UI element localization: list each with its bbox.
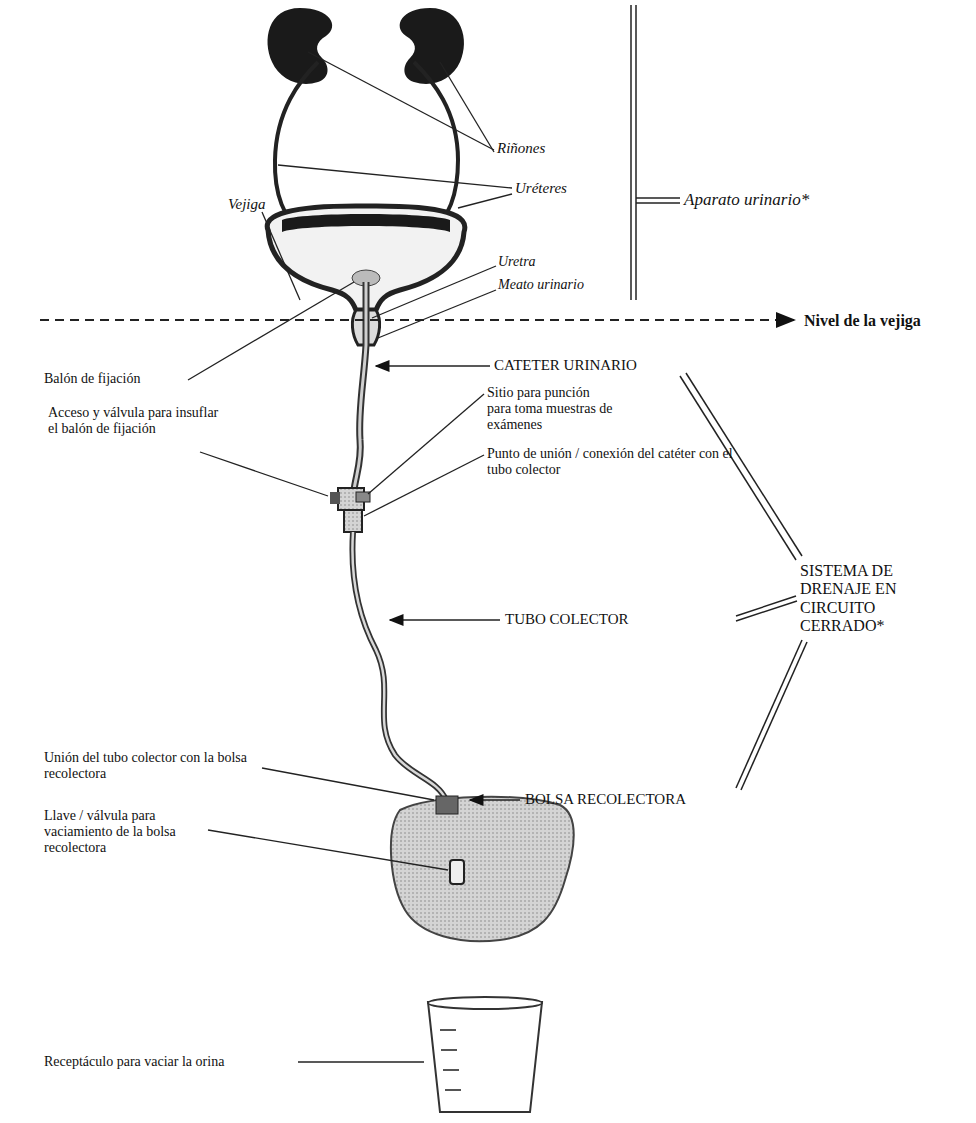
bracket [631, 5, 680, 300]
part-label: Llave / válvula para vaciamiento de la b… [44, 808, 209, 856]
drain-valve [450, 860, 464, 884]
ureter [275, 62, 318, 228]
part-label: Punto de unión / conexión del catéter co… [487, 446, 737, 478]
part-label: Nivel de la vejiga [804, 312, 921, 330]
part-label: Uréteres [515, 180, 567, 197]
kidney [268, 8, 333, 84]
part-label: Meato urinario [498, 277, 584, 293]
part-label: BOLSA RECOLECTORA [525, 791, 686, 808]
urinary-catheter [354, 282, 366, 490]
part-label: Receptáculo para vaciar la orina [44, 1054, 224, 1070]
tube-junction [344, 510, 362, 532]
urinary-catheter [354, 282, 366, 490]
balloon-valve [330, 492, 340, 504]
bag-inlet [436, 796, 458, 814]
collection-bag [391, 797, 574, 941]
part-label: Vejiga [228, 196, 266, 213]
measure-marks [440, 1030, 461, 1090]
part-label: Aparato urinario* [684, 190, 809, 210]
leader-line [188, 52, 512, 1062]
group-connector [680, 373, 807, 790]
collection-tube [352, 532, 446, 800]
bladder-wall [282, 214, 450, 232]
part-label: TUBO COLECTOR [505, 611, 628, 628]
collection-tube [352, 532, 446, 800]
kidney [400, 8, 464, 84]
receptacle-rim [428, 997, 542, 1009]
part-label: Riñones [497, 140, 545, 157]
part-label: Acceso y válvula para insuflar el balón … [48, 405, 223, 437]
urine-receptacle [428, 1002, 542, 1112]
part-label: Balón de fijación [44, 371, 140, 387]
part-label: SISTEMA DE DRENAJE EN CIRCUITO CERRADO* [800, 562, 920, 636]
level-line [40, 319, 794, 321]
part-label: Sitio para punción para toma muestras de… [487, 385, 617, 433]
ureter [414, 62, 458, 228]
part-label: Unión del tubo colector con la bolsa rec… [44, 750, 269, 782]
part-label: Uretra [498, 254, 536, 270]
part-label: CATETER URINARIO [494, 357, 637, 374]
